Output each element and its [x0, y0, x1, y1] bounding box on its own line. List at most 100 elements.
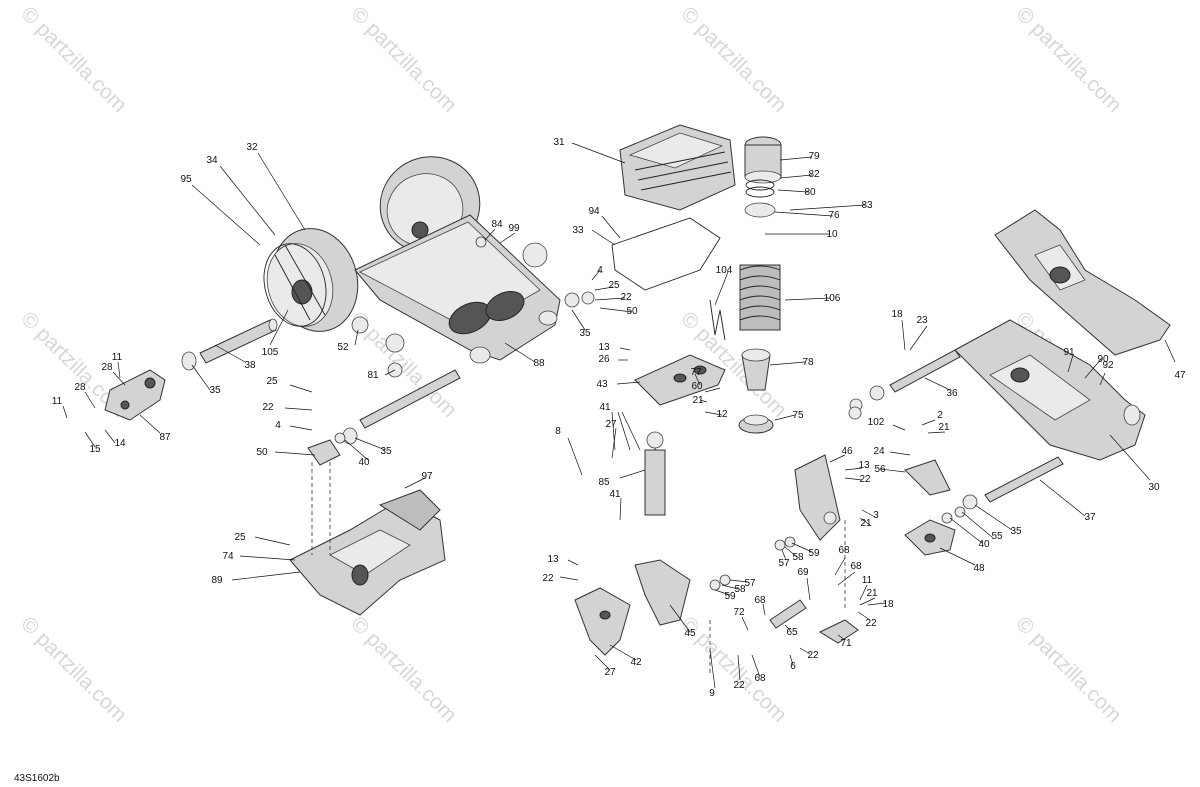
callout-label: 99 — [508, 223, 520, 234]
alignment-lines — [311, 462, 846, 675]
callout-label: 25 — [234, 532, 246, 543]
bracket-56-drawing — [904, 459, 951, 496]
callout-label: 83 — [861, 200, 873, 211]
watermark: © partzilla.com — [346, 612, 461, 727]
callout-label: 34 — [206, 155, 218, 166]
callout-label: 4 — [275, 420, 281, 431]
callout-label: 8 — [555, 426, 561, 437]
watermark: © partzilla.com — [346, 2, 461, 117]
watermark: © partzilla.com — [16, 2, 131, 117]
callout-label: 90 — [1097, 354, 1109, 365]
callout-label: 23 — [916, 315, 928, 326]
callout-label: 89 — [211, 575, 223, 586]
callout-label: 105 — [262, 347, 279, 358]
callout-label: 38 — [244, 360, 256, 371]
callout-label: 94 — [588, 206, 600, 217]
callout-label: 75 — [792, 410, 804, 421]
callout-label: 10 — [826, 229, 838, 240]
callout-label: 21 — [866, 588, 878, 599]
bracket-42-drawing — [574, 587, 631, 656]
leader-lines — [62, 142, 1176, 689]
axle-85-drawing — [359, 369, 461, 429]
callout-label: 2 — [937, 410, 943, 421]
callout-label: 9 — [709, 688, 715, 699]
callout-label: 55 — [991, 531, 1003, 542]
callout-label: 22 — [865, 618, 877, 629]
callout-label: 24 — [873, 446, 885, 457]
callout-label: 13 — [858, 460, 870, 471]
callout-label: 18 — [891, 309, 903, 320]
callout-label: 42 — [630, 657, 642, 668]
callout-label: 72 — [733, 607, 745, 618]
spring-assembly-drawing — [739, 136, 782, 331]
callout-label: 27 — [605, 419, 617, 430]
callout-label: 79 — [808, 151, 820, 162]
callout-label: 91 — [1063, 347, 1075, 358]
callout-label: 57 — [778, 558, 790, 569]
shock-85-drawing — [644, 431, 666, 516]
callout-label: 27 — [604, 667, 616, 678]
wire-104-drawing — [709, 299, 726, 341]
arm-65-drawing — [769, 599, 807, 629]
shock-lower-drawing — [738, 348, 774, 434]
callout-label: 22 — [807, 650, 819, 661]
callout-label: 52 — [337, 342, 349, 353]
callout-label: 81 — [367, 370, 379, 381]
callout-label: 11 — [52, 396, 63, 407]
callout-label: 56 — [874, 464, 886, 475]
callout-label: 40 — [358, 457, 370, 468]
callout-label: 50 — [626, 306, 638, 317]
callout-label: 58 — [734, 584, 746, 595]
bracket-71-drawing — [818, 619, 859, 644]
differential-mount-drawing — [289, 489, 446, 616]
watermark: © partzilla.com — [676, 2, 791, 117]
callout-label: 13 — [547, 554, 559, 565]
callout-label: 80 — [804, 187, 816, 198]
callout-label: 6 — [790, 661, 796, 672]
callout-label: 22 — [262, 402, 274, 413]
callout-label: 69 — [797, 567, 809, 578]
callout-label: 28 — [101, 362, 113, 373]
callout-label: 84 — [491, 219, 503, 230]
callout-label: 33 — [572, 225, 584, 236]
callout-label: 68 — [838, 545, 850, 556]
callout-label: 32 — [246, 142, 258, 153]
parts-layer — [104, 124, 1171, 675]
callout-label: 88 — [533, 358, 545, 369]
callout-label: 65 — [786, 627, 798, 638]
callout-label: 22 — [620, 292, 632, 303]
callout-label: 12 — [716, 409, 728, 420]
callout-label: 30 — [1148, 482, 1160, 493]
callout-labels: 9534321053835112811281415872522450403597… — [52, 137, 1186, 699]
callout-label: 35 — [1010, 526, 1022, 537]
watermark: © partzilla.com — [1011, 612, 1126, 727]
callout-label: 60 — [691, 381, 703, 392]
callout-label: 26 — [598, 354, 610, 365]
bracket-50-drawing — [307, 427, 358, 466]
callout-label: 3 — [873, 510, 879, 521]
callout-label: 87 — [159, 432, 171, 443]
callout-label: 50 — [256, 447, 268, 458]
watermark: © partzilla.com — [1011, 2, 1126, 117]
callout-label: 74 — [222, 551, 234, 562]
gasket-drawing — [611, 217, 721, 291]
callout-label: 41 — [609, 489, 621, 500]
callout-label: 45 — [684, 628, 696, 639]
callout-label: 13 — [598, 342, 610, 353]
callout-label: 78 — [802, 357, 814, 368]
callout-label: 48 — [973, 563, 985, 574]
callout-label: 76 — [828, 210, 840, 221]
watermark: © partzilla.com — [16, 612, 131, 727]
axle-38-drawing — [181, 318, 278, 371]
callout-label: 14 — [114, 438, 126, 449]
swing-arm-drawing — [354, 156, 561, 364]
wheel-hub-drawing — [263, 228, 359, 332]
callout-label: 106 — [824, 293, 841, 304]
callout-label: 59 — [724, 591, 736, 602]
callout-label: 21 — [692, 395, 704, 406]
callout-label: 25 — [608, 280, 620, 291]
callout-label: 95 — [180, 174, 192, 185]
callout-label: 11 — [112, 352, 123, 363]
bracket-87-drawing — [104, 369, 166, 421]
callout-label: 82 — [808, 169, 820, 180]
